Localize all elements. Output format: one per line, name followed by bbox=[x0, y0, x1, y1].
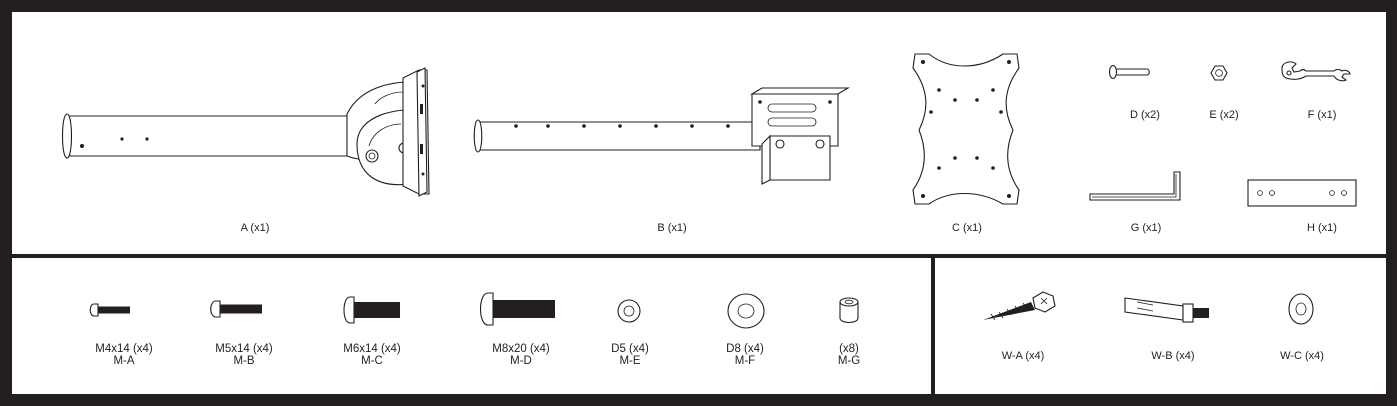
part-f-illustration bbox=[1281, 61, 1351, 82]
hardware-m-e-spec: D5 (x4) bbox=[611, 343, 649, 355]
lag-bolt-icon bbox=[983, 291, 1056, 321]
hardware-m-a-code: M-A bbox=[113, 355, 135, 367]
wall-hardware-w-b-label: W-B (x4) bbox=[1151, 350, 1195, 362]
part-g-label: G (x1) bbox=[1130, 222, 1162, 234]
part-c-label: C (x1) bbox=[952, 222, 982, 234]
hardware-m-b-spec: M5x14 (x4) bbox=[215, 343, 273, 355]
part-c-illustration bbox=[912, 53, 1020, 205]
wall-hardware-w-a-label: W-A (x4) bbox=[1001, 350, 1045, 362]
hardware-m-a-spec: M4x14 (x4) bbox=[95, 343, 153, 355]
part-b-label: B (x1) bbox=[657, 222, 687, 234]
hardware-m-c-spec: M6x14 (x4) bbox=[343, 343, 401, 355]
washer-d5-icon bbox=[617, 299, 641, 323]
hardware-m-g-label: (x8) M-G bbox=[838, 343, 860, 367]
part-d-illustration bbox=[1108, 64, 1150, 80]
hardware-m-e-label: D5 (x4) M-E bbox=[611, 343, 649, 367]
part-a-illustration bbox=[61, 67, 430, 197]
part-e-label: E (x2) bbox=[1209, 109, 1239, 121]
wall-washer-icon bbox=[1288, 293, 1314, 325]
part-h-illustration bbox=[1247, 179, 1357, 207]
hardware-m-c-label: M6x14 (x4) M-C bbox=[343, 343, 401, 367]
part-b-illustration bbox=[473, 87, 850, 185]
screw-m4x14-icon bbox=[89, 303, 130, 317]
parts-panel: A (x1) B (x1) bbox=[12, 12, 1386, 254]
wall-hardware-panel: W-A (x4) W-B (x4) W-C (x4) bbox=[935, 258, 1386, 394]
part-e-illustration bbox=[1210, 65, 1228, 81]
hardware-m-e-code: M-E bbox=[619, 355, 641, 367]
wall-hardware-w-c-label: W-C (x4) bbox=[1280, 350, 1324, 362]
part-f-label: F (x1) bbox=[1307, 109, 1337, 121]
hardware-m-f-spec: D8 (x4) bbox=[726, 343, 764, 355]
part-h-label: H (x1) bbox=[1307, 222, 1337, 234]
hardware-m-d-code: M-D bbox=[510, 355, 532, 367]
hardware-m-a-label: M4x14 (x4) M-A bbox=[95, 343, 153, 367]
hardware-m-g-spec: (x8) bbox=[839, 343, 859, 355]
hardware-m-g-code: M-G bbox=[837, 355, 861, 367]
washer-d8-icon bbox=[727, 293, 765, 329]
part-g-illustration bbox=[1089, 171, 1181, 201]
hardware-m-d-label: M8x20 (x4) M-D bbox=[492, 343, 550, 367]
hardware-m-b-code: M-B bbox=[233, 355, 255, 367]
hardware-panel: M4x14 (x4) M-A M5x14 (x4) M-B M6x14 (x4)… bbox=[12, 258, 931, 394]
screw-m5x14-icon bbox=[210, 300, 262, 318]
hardware-m-f-code: M-F bbox=[734, 355, 756, 367]
hardware-m-f-label: D8 (x4) M-F bbox=[726, 343, 764, 367]
hardware-m-b-label: M5x14 (x4) M-B bbox=[215, 343, 273, 367]
part-a-label: A (x1) bbox=[240, 222, 270, 234]
spacer-icon bbox=[839, 297, 859, 324]
screw-m8x20-icon bbox=[479, 292, 555, 326]
hardware-m-d-spec: M8x20 (x4) bbox=[492, 343, 550, 355]
hardware-m-c-code: M-C bbox=[361, 355, 383, 367]
part-d-label: D (x2) bbox=[1130, 109, 1160, 121]
screw-m6x14-icon bbox=[343, 296, 400, 324]
sleeve-anchor-icon bbox=[1124, 297, 1209, 323]
